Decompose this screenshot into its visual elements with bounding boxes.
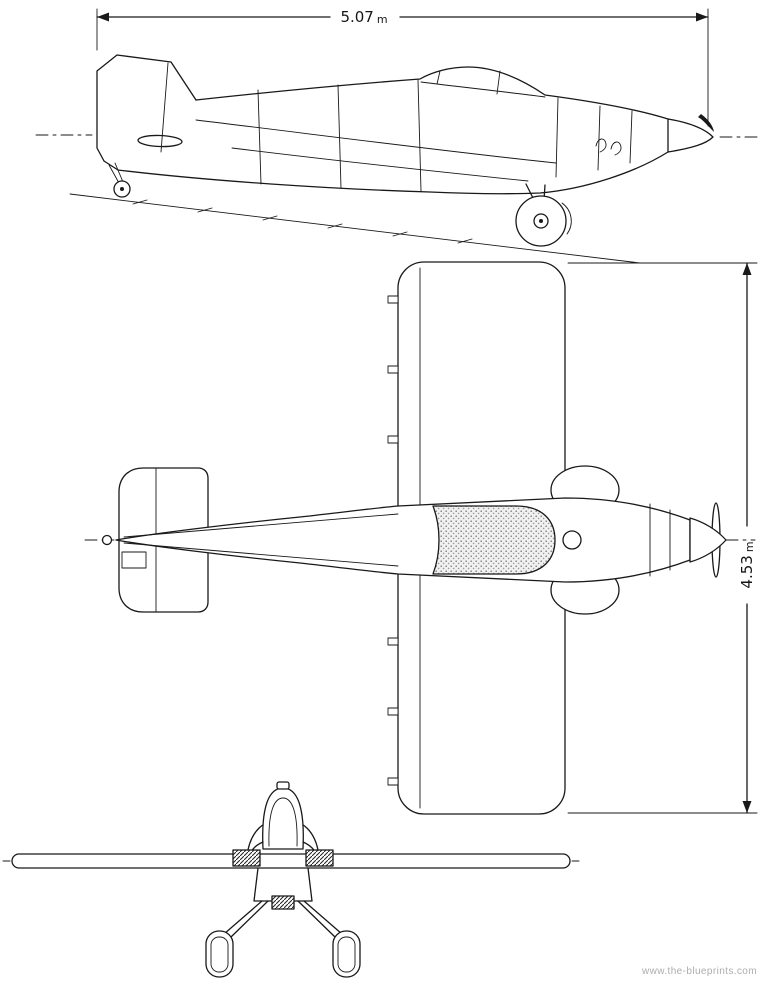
spinner-side	[667, 118, 714, 153]
right-wheel-front	[332, 930, 361, 978]
landing-gear-front	[205, 900, 361, 978]
cooling-intake-bottom	[271, 895, 295, 910]
exhaust-stacks	[595, 138, 622, 156]
rudder-hinge-line	[160, 62, 169, 153]
span-dimension: 4.53m	[567, 262, 758, 814]
left-wheel-front	[205, 930, 234, 978]
tailplane-side	[137, 134, 183, 148]
main-gear-side	[515, 183, 572, 247]
fin-rudder	[96, 54, 197, 162]
prop-hub-nub	[276, 781, 290, 790]
ground-ticks	[132, 199, 473, 244]
top-view: 4.53m	[84, 261, 758, 815]
span-dimension-label: 4.53m	[738, 541, 756, 588]
rear-deck-lines	[123, 513, 399, 567]
propeller-blade-side	[698, 114, 714, 132]
fuselage-top-contour	[195, 66, 669, 120]
watermark: www.the-blueprints.com	[641, 966, 757, 977]
arrowhead-left	[97, 12, 109, 22]
tail-wheel-plan	[101, 534, 113, 546]
cowl-panel-lines	[649, 503, 671, 577]
fuselage-bottom-contour	[103, 151, 669, 195]
air-intake-left	[232, 849, 261, 867]
fuselage-panel-lines	[195, 79, 633, 192]
spinner-plan	[689, 517, 727, 563]
canopy-plan	[432, 505, 556, 575]
arrowhead-top	[742, 263, 752, 275]
aileron-hinge-brackets	[387, 295, 399, 786]
front-view	[2, 781, 580, 978]
trim-tab	[121, 551, 147, 569]
canopy-base-line	[420, 81, 546, 98]
ground-line	[69, 193, 641, 264]
canopy-frames	[436, 70, 501, 95]
arrowhead-right	[696, 12, 708, 22]
spinner-inner-line	[268, 797, 298, 847]
fuel-cap	[562, 530, 582, 550]
tail-wheel-side	[108, 162, 131, 198]
wing-front	[11, 853, 571, 869]
air-intake-right	[305, 849, 334, 867]
arrowhead-bottom	[742, 801, 752, 813]
